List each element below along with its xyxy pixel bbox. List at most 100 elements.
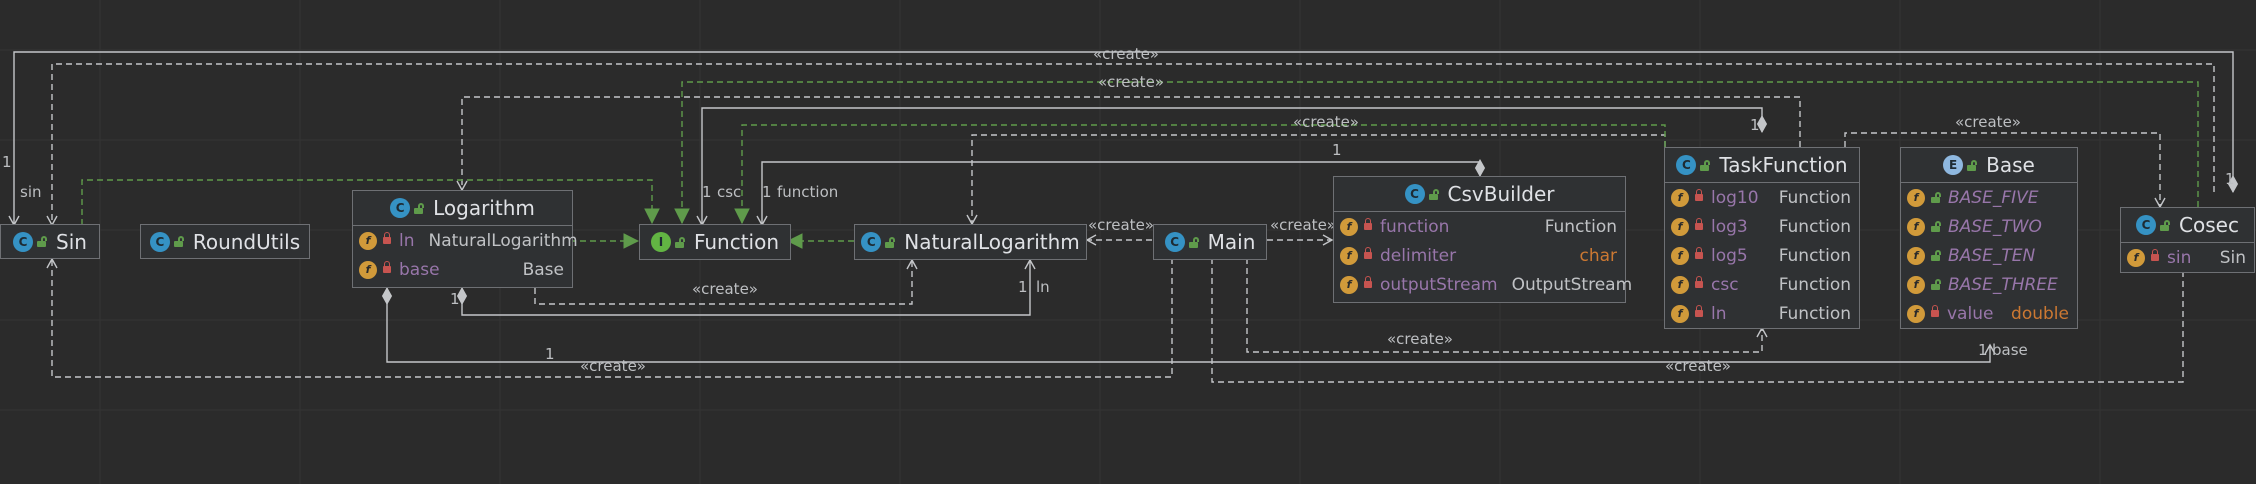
field-row[interactable]: f ln Function <box>1665 299 1859 328</box>
class-sin[interactable]: C Sin <box>0 224 100 259</box>
field-type: Function <box>1544 216 1617 237</box>
edge-logarithm-base-association[interactable] <box>387 288 1990 363</box>
field-icon: f <box>1340 275 1358 294</box>
field-row[interactable]: f base Base <box>353 255 572 284</box>
public-icon <box>1931 192 1940 203</box>
enum-constant-row[interactable]: f BASE_TWO <box>1901 212 2077 241</box>
label-multiplicity-cosec: 1 <box>2225 170 2235 188</box>
label-multiplicity-base: 1 <box>1978 341 1988 359</box>
label-multiplicity-logarithm: 1 <box>450 290 460 308</box>
field-row[interactable]: f sin Sin <box>2121 243 2254 272</box>
field-row[interactable]: f value double <box>1901 299 2077 328</box>
enum-constant-row[interactable]: f BASE_FIVE <box>1901 183 2077 212</box>
class-icon: C <box>1164 232 1185 252</box>
field-name: base <box>399 259 440 280</box>
field-row[interactable]: f log3 Function <box>1665 212 1859 241</box>
field-type: Sin <box>2219 247 2246 268</box>
class-icon: C <box>1676 155 1697 175</box>
field-type: OutputStream <box>1511 274 1633 295</box>
field-row[interactable]: f csc Function <box>1665 270 1859 299</box>
public-icon <box>2160 220 2170 231</box>
class-icon: C <box>861 232 882 252</box>
field-icon: f <box>1907 304 1925 323</box>
class-name: Cosec <box>2179 213 2239 237</box>
field-type: Function <box>1778 303 1851 324</box>
class-name: Function <box>693 230 780 254</box>
field-icon: f <box>1671 304 1689 323</box>
private-lock-icon <box>1695 305 1703 318</box>
field-row[interactable]: f log5 Function <box>1665 241 1859 270</box>
edge-logarithm-create-naturallogarithm[interactable] <box>534 258 918 305</box>
public-icon <box>1931 221 1940 232</box>
edge-cosec-create-sin[interactable] <box>46 63 2215 227</box>
field-name: value <box>1947 303 1994 324</box>
field-row[interactable]: f outputStream OutputStream <box>1334 270 1632 299</box>
private-lock-icon <box>1364 218 1372 231</box>
label-multiplicity-function: 1 <box>762 183 772 201</box>
label-multiplicity-taskfunction: 1 <box>1750 116 1760 134</box>
edge-taskfunction-function-csc[interactable] <box>702 107 1762 225</box>
field-name: csc <box>1711 274 1739 295</box>
public-icon <box>1931 250 1940 261</box>
edge-main-create-cosec[interactable] <box>1211 239 2189 383</box>
class-name: RoundUtils <box>192 229 301 254</box>
class-cosec[interactable]: C Cosec f sin Sin <box>2120 207 2255 273</box>
label-multiplicity-csvbuilder: 1 <box>1332 141 1342 159</box>
class-taskfunction[interactable]: C TaskFunction f log10 Function f log3 F… <box>1664 147 1860 329</box>
label-multiplicity-sin: 1 <box>2 153 12 171</box>
class-csvbuilder[interactable]: C CsvBuilder f function Function f delim… <box>1333 176 1632 303</box>
private-lock-icon <box>383 261 391 274</box>
field-name: BASE_TEN <box>1948 245 2036 266</box>
edge-taskfunction-realizes-function[interactable] <box>734 124 1666 225</box>
interface-function[interactable]: I Function <box>639 224 791 260</box>
field-row[interactable]: f ln NaturalLogarithm <box>353 226 578 255</box>
enum-base[interactable]: E Base f BASE_FIVE f BASE_TWO f BASE_TEN… <box>1900 147 2078 329</box>
field-name: log5 <box>1711 245 1748 266</box>
label-create-main-csvbuilder: «create» <box>1270 216 1336 234</box>
edge-taskfunction-create-logarithm[interactable] <box>456 96 1801 192</box>
field-type: Base <box>522 259 564 280</box>
private-lock-icon <box>1695 218 1703 231</box>
class-name: TaskFunction <box>1719 153 1848 177</box>
public-icon <box>885 237 895 248</box>
edge-main-create-taskfunction[interactable] <box>1246 258 1768 353</box>
field-icon: f <box>1340 217 1358 236</box>
label-role-ln: ln <box>1036 278 1050 296</box>
field-row[interactable]: f function Function <box>1334 212 1625 241</box>
field-icon: f <box>2127 248 2145 267</box>
field-icon: f <box>1671 217 1689 236</box>
class-logarithm[interactable]: C Logarithm f ln NaturalLogarithm f base… <box>352 190 578 288</box>
field-icon: f <box>1671 246 1689 265</box>
edge-taskfunction-create-cosec[interactable] <box>1844 132 2166 209</box>
class-main[interactable]: C Main <box>1153 224 1267 260</box>
field-icon: f <box>359 231 377 250</box>
edge-cosec-realizes-function[interactable] <box>674 81 2199 225</box>
enum-constant-row[interactable]: f BASE_THREE <box>1901 270 2077 299</box>
label-create-logarithm-naturallogarithm: «create» <box>692 280 758 298</box>
edge-sin-realizes-function[interactable] <box>81 179 660 225</box>
edge-csvbuilder-function-association[interactable] <box>762 162 1480 225</box>
field-row[interactable]: f log10 Function <box>1665 183 1859 212</box>
class-roundutils[interactable]: C RoundUtils <box>140 224 310 259</box>
class-naturallogarithm[interactable]: C NaturalLogarithm <box>854 224 1087 260</box>
field-row[interactable]: f delimiter char <box>1334 241 1625 270</box>
class-name: NaturalLogarithm <box>904 230 1080 254</box>
enum-constant-row[interactable]: f BASE_TEN <box>1901 241 2077 270</box>
label-create-main-sin: «create» <box>580 357 646 375</box>
private-lock-icon <box>383 232 391 245</box>
label-create-taskfunction-logarithm: «create» <box>1098 73 1164 91</box>
label-multiplicity-ln: 1 <box>1018 278 1028 296</box>
field-icon: f <box>1671 188 1689 207</box>
label-role-function: function <box>777 183 839 201</box>
field-icon: f <box>359 260 377 279</box>
label-create-main-cosec: «create» <box>1665 357 1731 375</box>
private-lock-icon <box>1695 276 1703 289</box>
label-role-base: base <box>1992 341 2028 359</box>
field-icon: f <box>1907 275 1925 294</box>
class-name: Main <box>1207 230 1256 254</box>
public-icon <box>674 237 684 248</box>
edge-cosec-sin-association[interactable] <box>14 51 2233 225</box>
private-lock-icon <box>1695 189 1703 202</box>
field-type: Function <box>1778 274 1851 295</box>
field-type: Function <box>1778 245 1851 266</box>
